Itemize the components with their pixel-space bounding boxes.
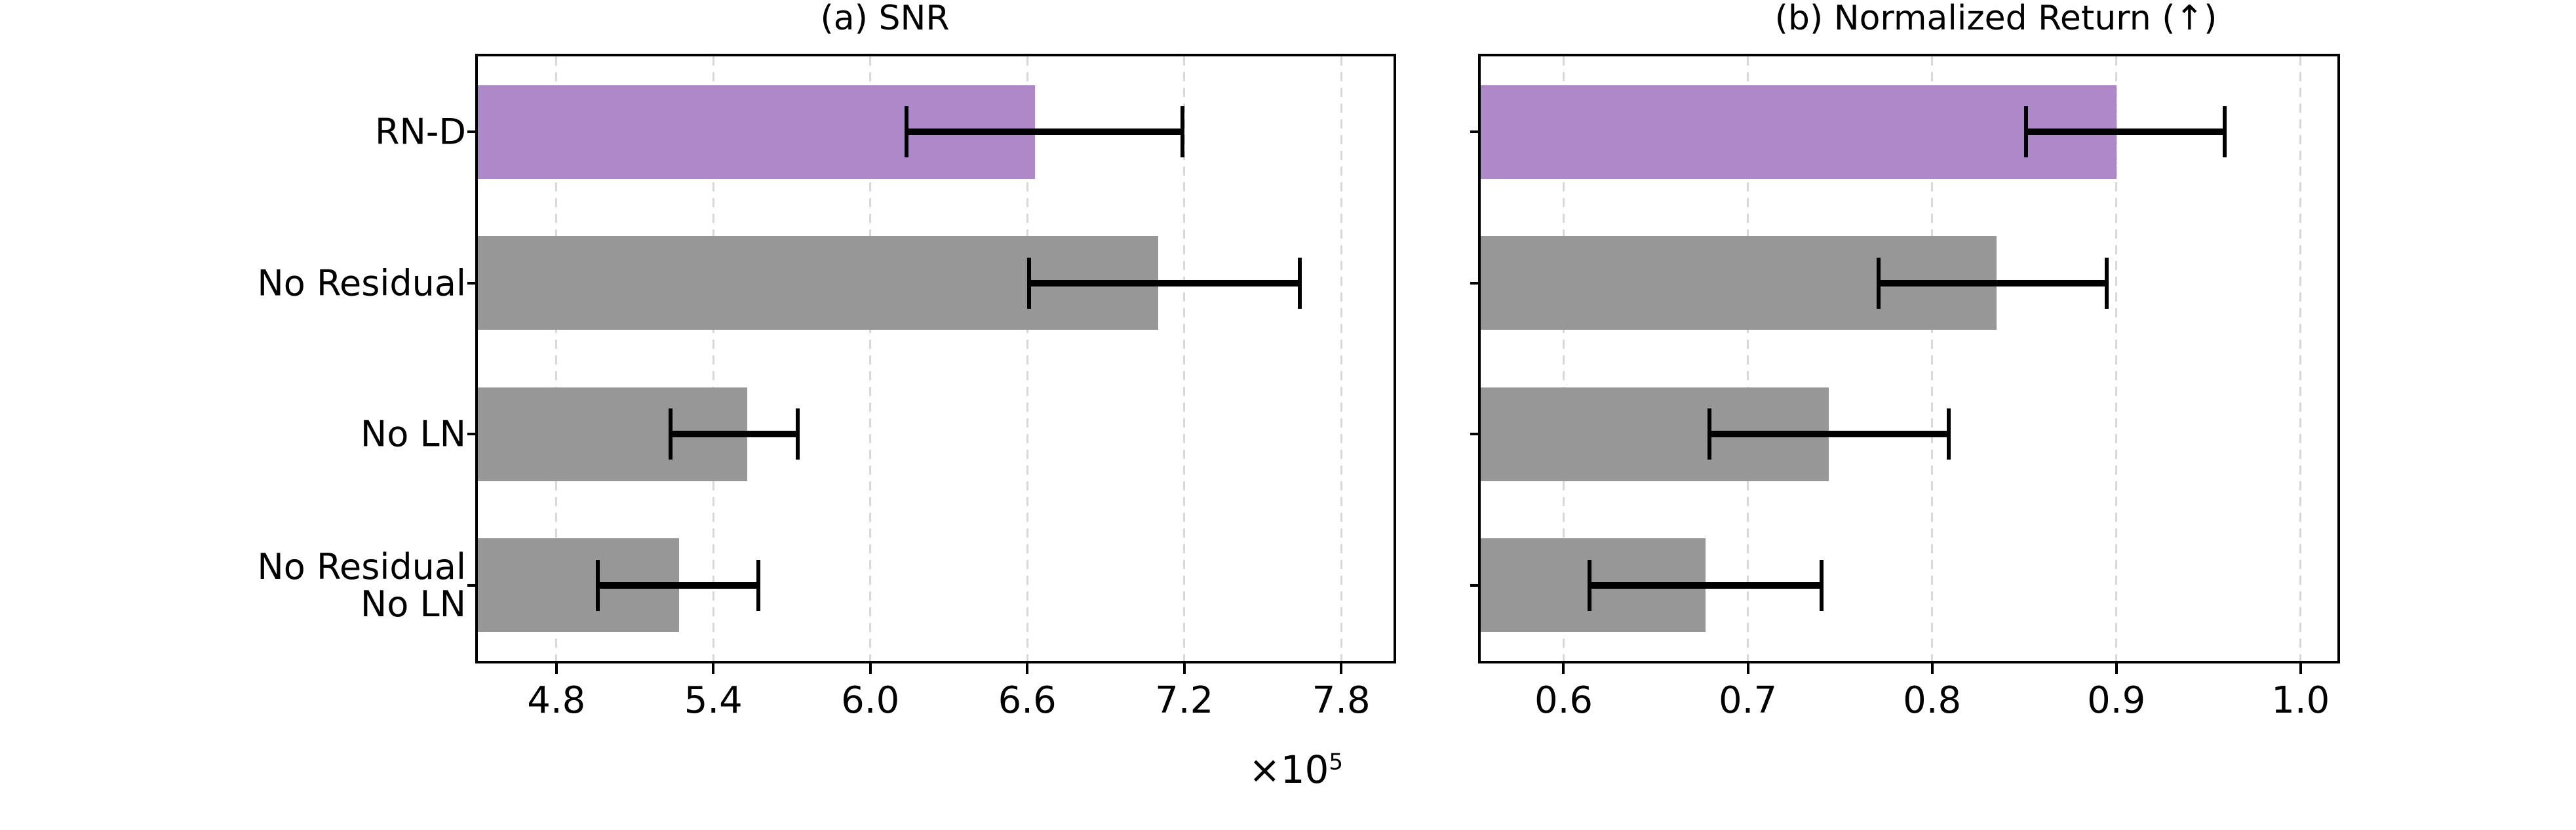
x-tick-mark <box>712 661 715 674</box>
error-bar-cap-high <box>1819 559 1824 611</box>
y-tick-mark <box>467 130 478 134</box>
gridline <box>869 56 872 661</box>
x-tick-label: 5.4 <box>684 679 743 722</box>
panel-b-title: (b) Normalized Return (↑) <box>1774 0 2217 38</box>
offset-exponent: 5 <box>1329 749 1344 776</box>
x-tick-mark <box>1746 661 1749 674</box>
error-bar-cap-high <box>1180 106 1184 158</box>
bar <box>1481 85 2117 179</box>
y-tick-label: RN-D <box>375 111 466 153</box>
error-bar-line <box>595 582 761 589</box>
x-tick-mark <box>555 661 558 674</box>
x-tick-label: 4.8 <box>527 679 586 722</box>
error-bar-cap-low <box>2024 106 2029 158</box>
x-tick-mark <box>2115 661 2118 674</box>
error-bar-cap-low <box>1707 408 1711 460</box>
x-tick-label: 6.6 <box>998 679 1057 722</box>
x-tick-mark <box>1340 661 1343 674</box>
x-tick-label: 0.6 <box>1534 679 1593 722</box>
error-bar-line <box>904 128 1184 136</box>
y-tick-mark <box>1470 583 1481 587</box>
error-bar-cap-high <box>2223 106 2227 158</box>
x-tick-label: 0.9 <box>2087 679 2146 722</box>
gridline <box>1931 56 1934 661</box>
x-tick-mark <box>1562 661 1565 674</box>
y-tick-label: No Residual <box>257 262 466 304</box>
y-tick-label: No Residual No LN <box>257 545 466 625</box>
panel-a-plot-area: 4.8 5.4 6.0 6.6 7.2 7.8 RN-D No Residual No LN No… <box>257 54 1396 722</box>
y-tick-mark <box>1470 130 1481 134</box>
error-bar-cap-high <box>2105 257 2109 309</box>
x-tick-label: 6.0 <box>841 679 900 722</box>
x-tick-label: 1.0 <box>2271 679 2330 722</box>
gridline <box>1183 56 1186 661</box>
y-tick-mark <box>467 583 478 587</box>
error-bar-line <box>2024 128 2227 136</box>
error-bar-cap-low <box>1027 257 1032 309</box>
gridline <box>1026 56 1028 661</box>
x-tick-mark <box>1182 661 1186 674</box>
x-tick-mark <box>1026 661 1029 674</box>
error-bar-cap-low <box>904 106 908 158</box>
offset-base: ×10 <box>1249 747 1329 792</box>
panel-b-plot-area: 0.6 0.7 0.8 0.9 1.0 <box>1470 54 2340 722</box>
y-tick-label: No LN <box>360 413 466 455</box>
gridline <box>2115 56 2118 661</box>
error-bar-line <box>1707 431 1951 438</box>
panel-a-offset-text: ×105 <box>1249 747 1343 792</box>
error-bar-cap-high <box>756 559 761 611</box>
gridline <box>1747 56 1749 661</box>
error-bar-cap-low <box>595 559 600 611</box>
error-bar-cap-low <box>1877 257 1881 309</box>
y-tick-mark <box>467 281 478 285</box>
error-bar-cap-low <box>669 408 673 460</box>
y-tick-mark <box>467 433 478 436</box>
gridline <box>555 56 558 661</box>
error-bar-line <box>1027 279 1302 287</box>
y-tick-mark <box>1470 433 1481 436</box>
x-tick-label: 0.7 <box>1719 679 1778 722</box>
x-tick-mark <box>2299 661 2302 674</box>
x-tick-label: 7.8 <box>1312 679 1371 722</box>
error-bar-cap-high <box>1298 257 1302 309</box>
error-bar-line <box>1877 279 2109 287</box>
error-bar-line <box>1588 582 1824 589</box>
gridline <box>712 56 714 661</box>
error-bar-line <box>669 431 800 438</box>
error-bar-cap-high <box>795 408 800 460</box>
x-tick-mark <box>868 661 872 674</box>
gridline <box>1340 56 1342 661</box>
gridline <box>2299 56 2302 661</box>
panel-a: (a) SNR 4.8 5.4 6.0 6.6 7.2 7.8 RN-D No Residua… <box>257 0 1396 792</box>
y-tick-mark <box>1470 281 1481 285</box>
error-bar-cap-high <box>1946 408 1951 460</box>
x-tick-label: 7.2 <box>1155 679 1214 722</box>
error-bar-cap-low <box>1588 559 1592 611</box>
gridline <box>1562 56 1565 661</box>
panel-a-title: (a) SNR <box>820 0 950 38</box>
panel-b: (b) Normalized Return (↑) 0.6 0.7 0.8 0.9 1.… <box>1416 0 2576 830</box>
x-tick-mark <box>1930 661 1934 674</box>
x-tick-label: 0.8 <box>1903 679 1962 722</box>
